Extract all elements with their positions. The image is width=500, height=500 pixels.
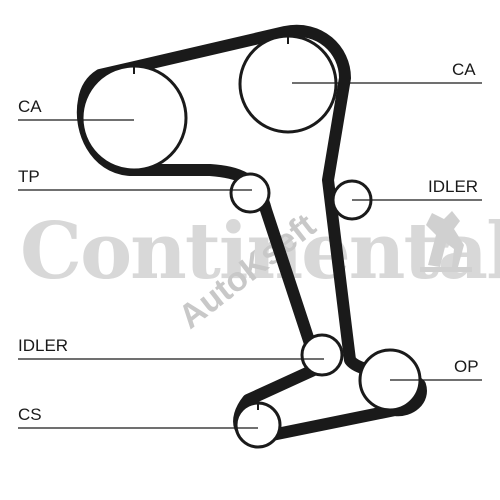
tensioner-pulley: [229, 172, 271, 214]
label-cs: CS: [18, 405, 42, 424]
idler-pulley-lower: [300, 333, 344, 377]
horse-logo-icon: [420, 211, 472, 272]
label-idler-right: IDLER: [428, 177, 478, 196]
label-idler-left: IDLER: [18, 336, 68, 355]
watermark-brand: Continental: [20, 206, 500, 297]
label-ca-left: CA: [18, 97, 42, 116]
continental-watermark: Continental AutoKseft: [20, 206, 500, 336]
label-tp: TP: [18, 167, 40, 186]
camshaft-pulley-right: [238, 34, 338, 134]
label-op: OP: [454, 357, 479, 376]
label-ca-right: CA: [452, 60, 476, 79]
camshaft-pulley-left: [80, 64, 188, 172]
